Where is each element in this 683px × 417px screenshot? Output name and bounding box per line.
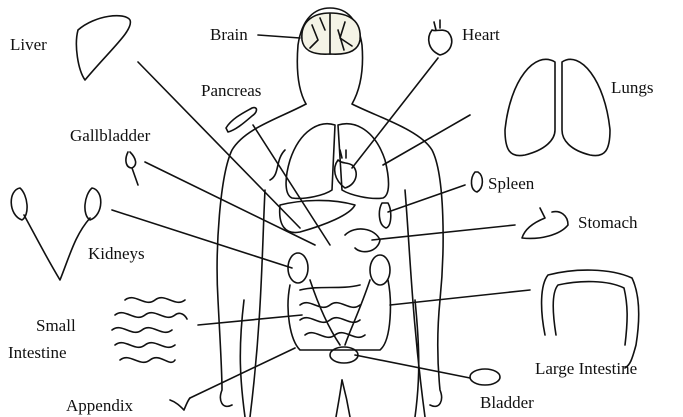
label-spleen: Spleen	[488, 174, 535, 193]
label-kidneys: Kidneys	[88, 244, 145, 263]
small-intestine-icon	[111, 296, 188, 364]
label-gallbladder: Gallbladder	[70, 126, 151, 145]
spleen-icon	[470, 171, 484, 193]
label-liver: Liver	[10, 35, 47, 54]
label-heart: Heart	[462, 25, 500, 44]
intestines-body	[287, 279, 392, 351]
bladder-icon	[469, 368, 501, 386]
leader-lines	[111, 34, 531, 399]
label-bladder: Bladder	[480, 393, 534, 412]
kidney-right-body	[369, 254, 391, 286]
label-stomach: Stomach	[578, 213, 638, 232]
label-appendix: Appendix	[66, 396, 134, 415]
brain-drawing	[301, 12, 361, 55]
kidneys-icon	[10, 187, 102, 281]
kidney-left-body	[287, 252, 309, 284]
stomach-body	[344, 228, 381, 253]
lungs-body	[285, 123, 390, 200]
label-pancreas: Pancreas	[201, 81, 262, 100]
lungs-icon	[504, 58, 611, 157]
body-outline	[216, 7, 444, 417]
liver-icon	[75, 14, 132, 81]
appendix-icon	[169, 397, 191, 411]
spleen-body	[378, 202, 392, 229]
label-small-intestine-line2: Intestine	[8, 343, 67, 362]
liver-body	[278, 199, 356, 234]
label-small-intestine-line1: Small	[36, 316, 76, 335]
stomach-icon	[521, 207, 569, 240]
label-brain: Brain	[210, 25, 248, 44]
heart-icon	[427, 19, 453, 56]
label-large-intestine: Large Intestine	[535, 359, 638, 378]
gallbladder-icon	[125, 151, 139, 186]
label-lungs: Lungs	[611, 78, 654, 97]
heart-body	[333, 149, 357, 189]
pancreas-icon	[225, 106, 258, 133]
large-intestine-icon	[540, 269, 640, 369]
